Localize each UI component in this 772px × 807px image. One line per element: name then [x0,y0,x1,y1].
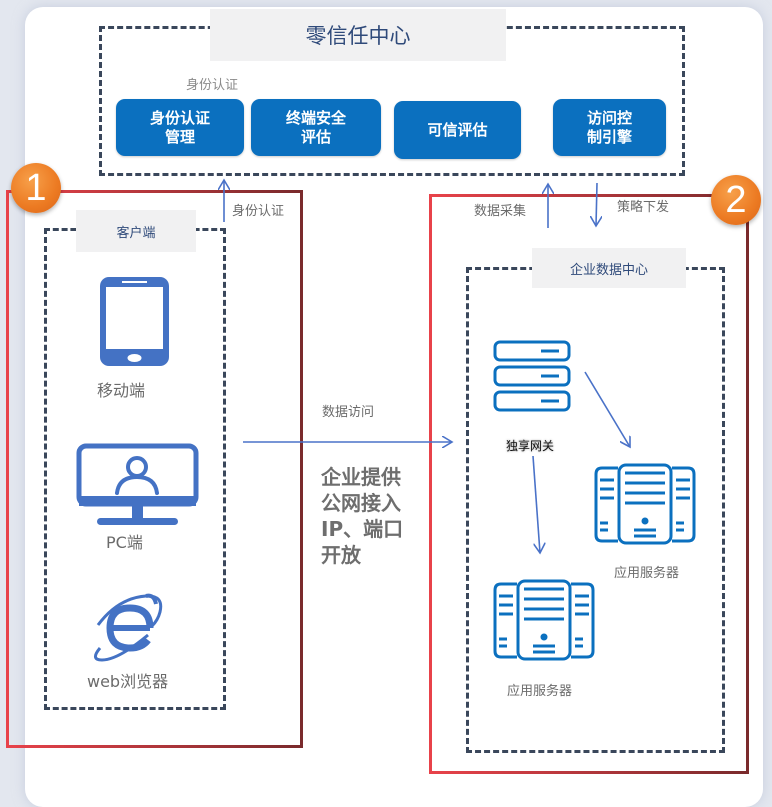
server-label-left: 应用服务器 [507,684,573,699]
client-group-title: 客户端 [76,210,196,252]
mobile-phone-icon [100,277,169,366]
device-label-mobile: 移动端 [97,381,146,400]
gateway-icon [493,340,571,412]
module-access-control-engine[interactable]: 访问控 制引擎 [553,99,666,156]
server-label-right: 应用服务器 [614,566,680,581]
public-access-note: 企业提供 公网接入 IP、端口 开放 [321,465,404,567]
module-trust-evaluation[interactable]: 可信评估 [394,101,521,159]
device-label-web: web浏览器 [87,672,169,691]
policy-push-arrow [596,182,597,226]
module-endpoint-security[interactable]: 终端安全 评估 [251,99,381,156]
gateway-to-server2-arrow [532,455,540,553]
module-identity-auth[interactable]: 身份认证 管理 [116,99,244,156]
zone2-badge: 2 [711,175,761,225]
overlay-auth-label: 身份认证 [186,78,239,93]
ie-browser-icon [94,593,163,662]
device-label-pc: PC端 [106,533,143,552]
app-server-icon [493,579,595,661]
flow-label-data-access: 数据访问 [322,405,375,420]
app-server-icon [594,463,696,545]
flow-label-data-collect: 数据采集 [474,204,527,219]
gateway-label: 独享网关 [506,439,555,453]
zero-trust-center-title: 零信任中心 [210,9,506,61]
datacenter-group-title: 企业数据中心 [532,248,686,288]
flow-label-auth: 身份认证 [232,204,285,219]
zone2-datacenter-boundary [429,194,749,774]
gateway-to-server-arrow [584,371,630,447]
flow-label-policy-push: 策略下发 [617,200,670,215]
desktop-user-icon [76,443,199,525]
zone1-badge: 1 [11,163,61,213]
